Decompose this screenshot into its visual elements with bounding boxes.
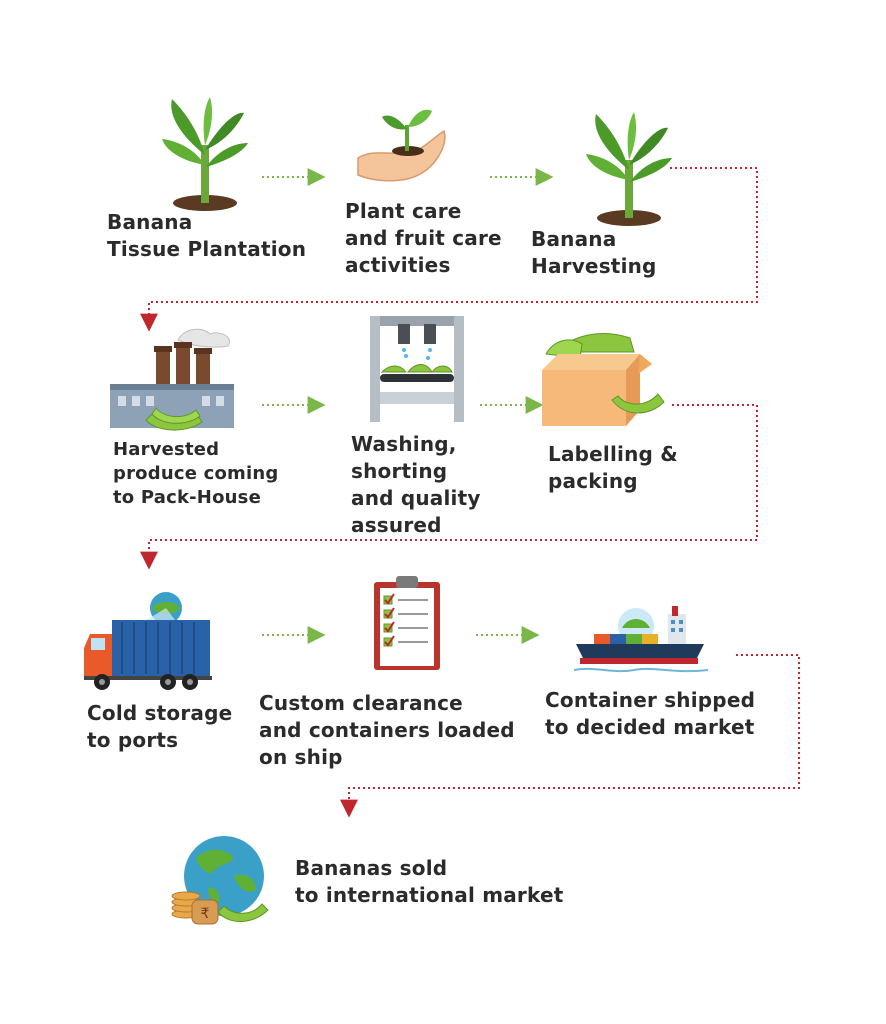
step-label-pack-house: Harvested produce coming to Pack-House bbox=[113, 439, 279, 508]
clipboard-icon bbox=[374, 576, 440, 670]
svg-text:₹: ₹ bbox=[201, 906, 210, 922]
globe-icon: ₹ bbox=[171, 836, 269, 925]
step-label-plant-care: Plant care and fruit care activities bbox=[345, 199, 502, 277]
washing-machine-icon bbox=[370, 316, 464, 422]
step-label-cold-storage: Cold storage to ports bbox=[87, 701, 233, 752]
factory-icon bbox=[110, 328, 234, 431]
ship-icon bbox=[574, 606, 709, 673]
step-label-tissue: Banana Tissue Plantation bbox=[107, 210, 307, 261]
step-label-customs: Custom clearance and containers loaded o… bbox=[259, 691, 515, 769]
connector-row2-row3 bbox=[140, 404, 758, 570]
banana-plant-icon bbox=[586, 112, 672, 226]
box-icon bbox=[542, 333, 665, 426]
connector-row1-row2 bbox=[140, 167, 758, 332]
step-label-shipped: Container shipped to decided market bbox=[545, 688, 756, 739]
step-label-harvesting: Banana Harvesting bbox=[531, 227, 657, 278]
connector-row3-row4 bbox=[340, 654, 800, 818]
seedling-hand-icon bbox=[357, 109, 446, 182]
banana-plant-icon bbox=[162, 97, 248, 211]
step-label-sold: Bananas sold to international market bbox=[295, 856, 564, 907]
truck-icon bbox=[84, 592, 212, 690]
step-label-washing: Washing, shorting and quality assured bbox=[351, 432, 481, 537]
step-label-packing: Labelling & packing bbox=[548, 442, 678, 493]
